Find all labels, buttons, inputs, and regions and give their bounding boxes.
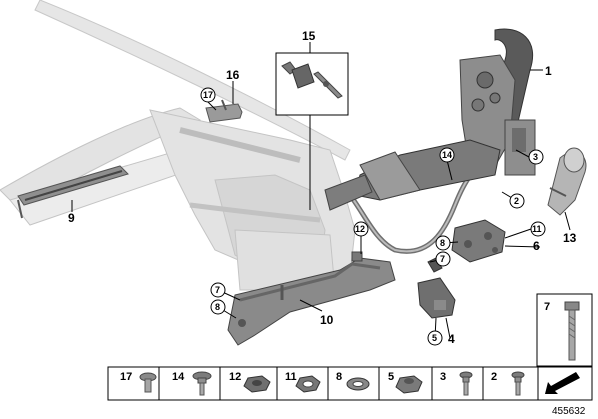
callout-1: 1 [545, 64, 552, 78]
box-label-7: 7 [544, 301, 550, 313]
part-13-motor [547, 147, 587, 216]
callout-circle-14: 14 [439, 147, 455, 163]
part-7-box: 7 [536, 293, 593, 367]
callout-15: 15 [302, 29, 316, 43]
leader-lines [71, 42, 571, 339]
ghost-seat-frame [0, 0, 356, 291]
callout-7-right: 7 [440, 254, 445, 264]
strip-label-8: 8 [336, 371, 342, 383]
strip-part-17 [139, 372, 157, 393]
callout-circle-7-left: 7 [210, 282, 226, 298]
strip-part-11 [295, 375, 321, 393]
callout-3: 3 [533, 152, 538, 162]
strip-label-5: 5 [388, 371, 394, 383]
callout-circle-12: 12 [353, 221, 369, 237]
strip-label-17: 17 [120, 371, 132, 383]
callout-13: 13 [563, 231, 577, 245]
part-1-arm [324, 28, 536, 211]
part-6-block [451, 219, 506, 263]
direction-arrow-icon [545, 372, 580, 394]
callout-5: 5 [432, 333, 437, 343]
strip-label-12: 12 [229, 371, 241, 383]
callout-12: 12 [355, 224, 365, 234]
part-9-rail [17, 165, 129, 219]
strip-label-2: 2 [491, 371, 497, 383]
callout-2: 2 [514, 196, 519, 206]
strip-part-5 [395, 375, 423, 394]
callout-17: 17 [203, 90, 213, 100]
callout-circle-8-left: 8 [210, 299, 226, 315]
callout-9: 9 [68, 211, 75, 225]
callouts: 1 15 16 9 10 13 6 4 17 14 3 2 11 12 [68, 29, 577, 346]
callout-circle-5: 5 [427, 330, 443, 346]
parts-strip: 17 14 12 11 8 5 3 2 [107, 366, 539, 401]
strip-part-3 [459, 371, 473, 396]
callout-16: 16 [226, 68, 240, 82]
part-10-base [227, 257, 396, 346]
callout-4: 4 [448, 332, 455, 346]
strip-label-14: 14 [172, 371, 185, 383]
strip-label-3: 3 [440, 371, 446, 383]
callout-11: 11 [532, 224, 542, 234]
strip-part-2 [511, 371, 525, 396]
callout-8-left: 8 [215, 302, 220, 312]
callout-10: 10 [320, 313, 334, 327]
strip-part-12 [243, 375, 271, 393]
callout-7-left: 7 [215, 285, 220, 295]
callout-circle-3: 3 [528, 149, 544, 165]
strip-part-14 [192, 371, 212, 396]
strip-part-8 [346, 377, 370, 391]
orientation-arrow-box [537, 366, 593, 401]
callout-circle-11: 11 [530, 221, 546, 237]
reference-number: 455632 [552, 406, 586, 417]
callout-circle-7-right: 7 [435, 251, 451, 267]
callout-8-right: 8 [440, 238, 445, 248]
callout-circle-8-right: 8 [435, 235, 451, 251]
part-12-nut [351, 251, 363, 262]
callout-circle-2: 2 [509, 193, 525, 209]
callout-14: 14 [442, 150, 452, 160]
long-bolt [564, 301, 580, 361]
strip-label-11: 11 [285, 371, 297, 383]
callout-6: 6 [533, 239, 540, 253]
part-4-bracket [417, 277, 456, 319]
callout-circle-17: 17 [200, 87, 216, 103]
part-15-inset [275, 52, 349, 116]
